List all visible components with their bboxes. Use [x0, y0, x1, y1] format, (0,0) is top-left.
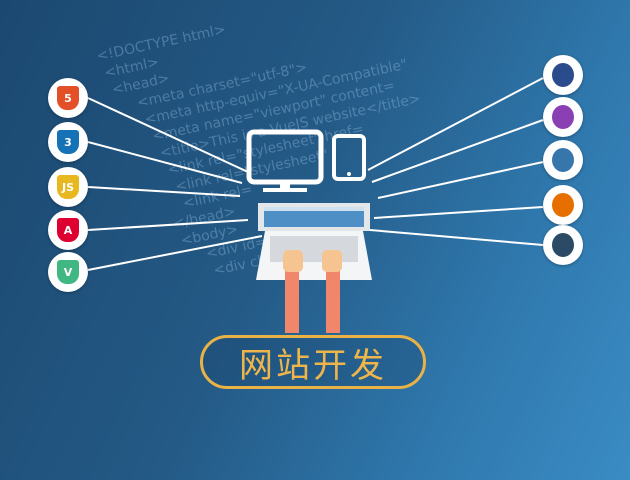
python-icon	[543, 140, 583, 180]
phone-icon	[332, 134, 366, 181]
php-icon	[543, 97, 583, 137]
mysql-icon	[543, 55, 583, 95]
github-icon	[543, 225, 583, 265]
hands-icon	[283, 250, 342, 333]
angular-icon: A	[48, 210, 88, 250]
vue-icon: V	[48, 252, 88, 292]
connector-lines	[87, 77, 544, 271]
monitor-icon	[246, 129, 324, 192]
javascript-icon: JS	[48, 167, 88, 207]
page-title: 网站开发	[200, 335, 426, 389]
laptop-icon	[256, 203, 372, 280]
java-icon	[543, 185, 583, 225]
css3-icon: 3	[48, 122, 88, 162]
html5-icon: 5	[48, 78, 88, 118]
